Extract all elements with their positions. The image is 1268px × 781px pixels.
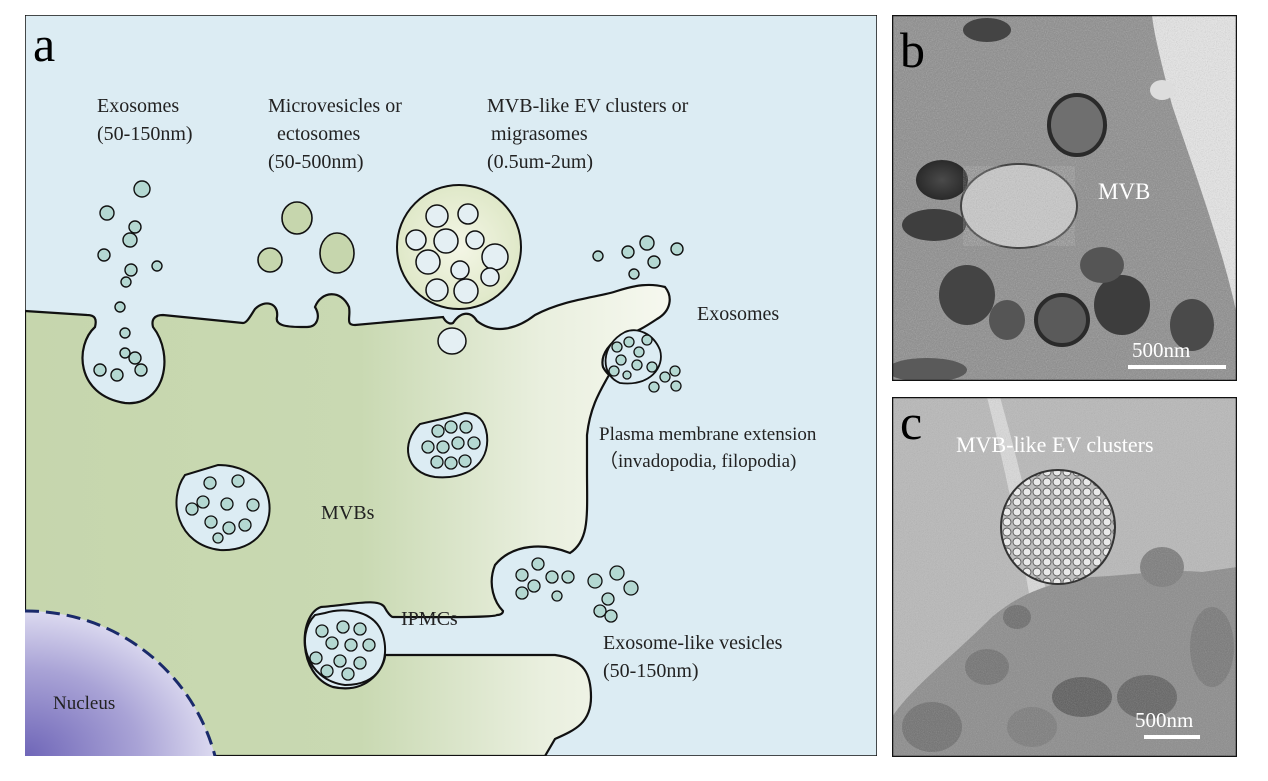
panel-b-micrograph: MVB b 500nm (887, 14, 1238, 382)
panel-a-schematic: a Exosomes (50-150nm) Microvesicles or e… (23, 14, 878, 758)
mvb-left (175, 463, 271, 552)
exosome-budding-pocket (93, 327, 148, 382)
label-mvbs: MVBs (321, 502, 375, 524)
nuclear-envelope (24, 609, 217, 757)
label-mvb-like-line3: (0.5um-2um) (487, 151, 593, 173)
label-exosomes-top-line1: Exosomes (97, 95, 179, 117)
micrograph-c-svg: MVB-like EV clusters c 500nm (891, 394, 1238, 758)
released-exosomes-top-left (97, 180, 163, 313)
organelles-b (887, 18, 1214, 382)
label-microvesicles-line2: ectosomes (277, 123, 361, 145)
mvb-label-b: MVB (1098, 179, 1150, 204)
panel-c-title: MVB-like EV clusters (956, 432, 1154, 457)
panel-c-micrograph: MVB-like EV clusters c 500nm (891, 394, 1238, 758)
cell-body (23, 283, 671, 758)
ipmc-pocket (304, 609, 387, 687)
microvesicles (257, 201, 355, 274)
scale-bar-c (1144, 735, 1200, 739)
scale-bar-b (1128, 365, 1226, 369)
migrasome-cluster (396, 184, 522, 355)
nucleus-shape (25, 610, 215, 756)
label-mvb-like-line1: MVB-like EV clusters or (487, 95, 689, 117)
protrusion-pocket-exosomes (608, 334, 682, 393)
released-exosomes-right (592, 235, 684, 280)
schematic-svg: a Exosomes (50-150nm) Microvesicles or e… (23, 14, 878, 758)
exosome-like-pocket (515, 557, 639, 623)
label-plasma-extension-line2: （invadopodia, filopodia) (599, 450, 796, 472)
scale-label-b: 500nm (1132, 338, 1190, 362)
panel-c-letter: c (900, 397, 922, 450)
label-microvesicles-line1: Microvesicles or (268, 95, 402, 117)
scale-label-c: 500nm (1135, 708, 1193, 732)
label-exosomes-right: Exosomes (697, 303, 779, 325)
label-ipmcs: IPMCs (401, 608, 458, 630)
label-plasma-extension-line1: Plasma membrane extension (599, 424, 817, 445)
label-microvesicles-line3: (50-500nm) (268, 151, 364, 173)
ev-cluster-c (1000, 469, 1116, 585)
label-mvb-like-line2: migrasomes (491, 123, 588, 145)
mvb-vesicle-b (960, 163, 1078, 249)
panel-a-letter: a (33, 16, 55, 72)
label-exosomes-top-line2: (50-150nm) (97, 123, 193, 145)
panel-b-letter: b (900, 22, 925, 78)
micrograph-b-svg: MVB b 500nm (887, 14, 1238, 382)
label-exosome-like-line2: (50-150nm) (603, 660, 699, 682)
label-exosome-like-line1: Exosome-like vesicles (603, 632, 783, 654)
label-nucleus: Nucleus (53, 693, 115, 714)
micrograph-c-border (891, 396, 1238, 758)
mvb-right (407, 411, 489, 479)
micrograph-b-border (891, 14, 1238, 382)
